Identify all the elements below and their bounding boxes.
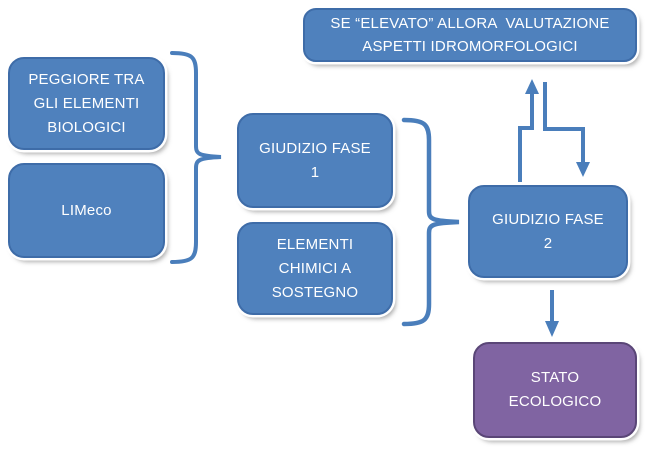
arrow-up-to-note [518,92,534,182]
box-line: SOSTEGNO [271,283,359,301]
box-line: CHIMICI A [278,259,352,277]
box-line: 2 [543,234,553,252]
arrow-to-ecological-status-head [545,321,559,337]
box-worst-biological-elements: PEGGIORE TRA GLI ELEMENTI BIOLOGICI [8,57,165,150]
box-line: GLI ELEMENTI [33,94,140,112]
arrow-down-from-note [543,82,585,164]
box-line: BIOLOGICI [47,118,126,136]
arrow-down-from-note-head [576,162,590,177]
note-elevated-hydromorphology: SE “ELEVATO” ALLORA VALUTAZIONE ASPETTI … [303,8,637,62]
box-chemical-supporting-elements: ELEMENTI CHIMICI A SOSTEGNO [237,222,393,315]
box-line: 1 [310,163,320,181]
box-judgement-phase-1: GIUDIZIO FASE 1 [237,113,393,208]
box-line: STATO [530,369,580,386]
box-line: ECOLOGICO [508,393,602,410]
note-line-1: SE “ELEVATO” ALLORA VALUTAZIONE [330,15,610,32]
arrow-up-to-note-head [525,79,539,94]
brace-right [401,117,460,327]
box-line: ELEMENTI [276,235,354,253]
box-line: PEGGIORE TRA [28,70,145,88]
note-line-2: ASPETTI IDROMORFOLOGICI [362,38,578,55]
box-line: GIUDIZIO FASE [492,210,604,228]
box-limeco: LIMeco [8,163,165,258]
box-line: LIMeco [61,201,112,219]
box-line: GIUDIZIO FASE [259,139,371,157]
box-ecological-status: STATO ECOLOGICO [473,342,637,438]
brace-left [170,51,222,264]
box-judgement-phase-2: GIUDIZIO FASE 2 [468,185,628,278]
